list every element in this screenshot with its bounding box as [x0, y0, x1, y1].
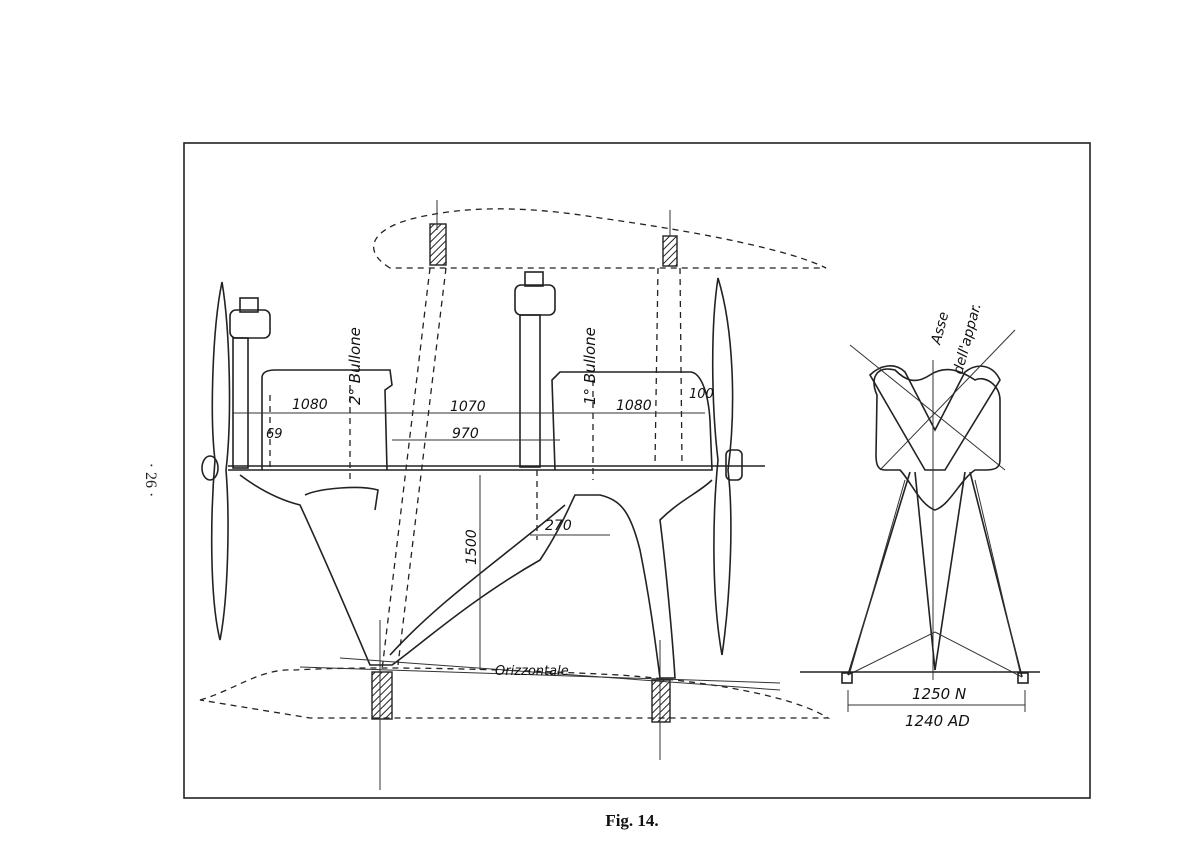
dim-1080-right: 1080 — [616, 398, 652, 414]
dim-69: 69 — [266, 427, 283, 442]
page-number: · 26 · — [142, 463, 159, 498]
dim-1240: 1240 AD — [905, 712, 970, 730]
drawing-frame — [183, 142, 1091, 799]
upper-wing-section — [373, 208, 827, 269]
dim-270: 270 — [545, 518, 572, 534]
dim-1070: 1070 — [450, 399, 486, 415]
upper-rear-spar — [662, 235, 678, 267]
dim-1500: 1500 — [464, 529, 480, 565]
dim-1250: 1250 N — [912, 685, 966, 703]
right-propeller — [711, 277, 743, 656]
figure-caption: Fig. 14. — [605, 811, 658, 830]
bullone-right-label: 1° Bullone — [581, 327, 599, 405]
float-body — [228, 369, 713, 471]
dim-100: 100 — [689, 387, 714, 402]
orizzontale-label: Orizzontale — [495, 664, 569, 679]
front-view — [800, 329, 1040, 712]
dell-appar-label: dell'appar. — [950, 301, 984, 376]
dim-1080-left: 1080 — [292, 397, 328, 413]
right-engine — [514, 271, 556, 468]
lower-rear-spar — [651, 679, 671, 723]
lower-front-spar — [371, 671, 393, 720]
left-leg — [239, 474, 713, 679]
lower-wing-section — [199, 667, 831, 719]
dim-970: 970 — [452, 426, 479, 442]
left-propeller — [201, 281, 231, 641]
bullone-left-label: 2° Bullone — [346, 327, 364, 405]
upper-front-spar — [429, 223, 447, 266]
asse-label: Asse — [928, 310, 952, 347]
left-engine — [229, 297, 271, 469]
